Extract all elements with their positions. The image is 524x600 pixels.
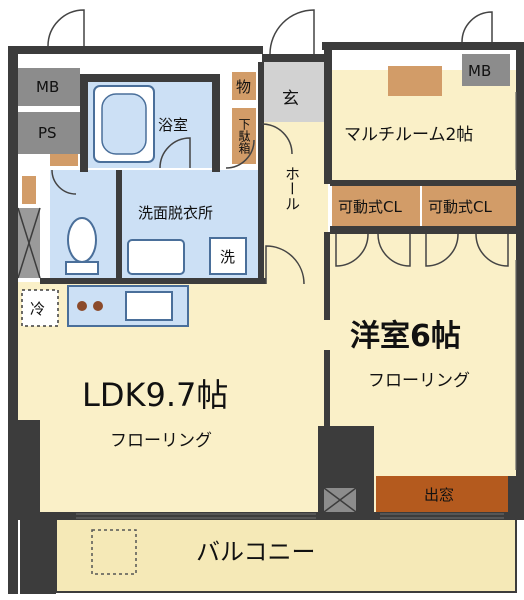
floor-areas xyxy=(18,62,517,593)
storage-units xyxy=(91,186,516,575)
bay-window-label: 出窓 xyxy=(424,486,454,504)
western-floor-label: フローリング xyxy=(368,371,470,391)
wall-ldk-western xyxy=(324,232,330,320)
wall-ldk-western-lower xyxy=(324,350,330,426)
western-room-label: 洋室6帖 xyxy=(350,319,461,354)
closet-door-4 xyxy=(475,233,509,267)
mb-right-label: MB xyxy=(468,62,491,80)
washroom-label: 洗面脱衣所 xyxy=(138,204,213,222)
top-left-door xyxy=(47,9,85,47)
vent-x-2 xyxy=(323,487,357,513)
wall-multi-left xyxy=(324,50,332,184)
doors xyxy=(47,9,509,285)
closet-left xyxy=(332,186,420,226)
ps-label: PS xyxy=(38,124,57,142)
wall-bay-right xyxy=(508,476,524,520)
shafts xyxy=(17,54,510,279)
shoe-box-cabinet xyxy=(232,108,256,164)
closet-right-label: 可動式CL xyxy=(428,198,492,216)
mb-left-shaft xyxy=(18,68,80,106)
washer-label: 洗 xyxy=(220,248,235,266)
balcony-label: バルコニー xyxy=(196,538,316,566)
wall-bottom xyxy=(8,512,524,520)
wall-multi-bottom xyxy=(330,180,516,186)
hall-door xyxy=(261,123,293,155)
wall-bath-top xyxy=(80,74,220,82)
wall-bath-right xyxy=(212,74,220,172)
fixtures xyxy=(21,66,442,327)
bath-label: 浴室 xyxy=(158,116,188,134)
wall-top-right xyxy=(322,42,524,50)
ps-shaft xyxy=(18,112,80,154)
mb-right-shaft xyxy=(462,54,510,86)
closet-left-label: 可動式CL xyxy=(338,198,402,216)
toilet-bowl xyxy=(67,217,97,263)
washer-pan xyxy=(209,237,247,275)
multi-room-label: マルチルーム2帖 xyxy=(344,125,473,145)
hall-label: ホール xyxy=(283,166,301,211)
storage-label: 物 xyxy=(236,78,251,96)
mb-left-label: MB xyxy=(36,78,59,96)
storage-cabinet xyxy=(232,72,256,100)
wall-balcony-left xyxy=(20,518,56,594)
wall-right-outer xyxy=(516,42,524,518)
fridge-space xyxy=(21,289,59,327)
room-labels: LDK9.7帖 フローリング 洋室6帖 フローリング マルチルーム2帖 玄 物 … xyxy=(30,62,492,566)
bath-door xyxy=(159,137,191,169)
wall-left-outer xyxy=(8,46,18,594)
wall-hall-left xyxy=(258,62,264,284)
bay-window xyxy=(376,476,508,512)
windows xyxy=(76,92,517,519)
closet-right xyxy=(422,186,516,226)
balcony-ac-unit xyxy=(91,529,137,575)
wet-orange-box-2 xyxy=(50,154,78,166)
wall-wet-bottom xyxy=(40,278,266,284)
stove-burner-1 xyxy=(77,301,87,311)
shaft-x-2 xyxy=(17,207,41,279)
multi-room-desk xyxy=(388,66,442,96)
genkan-floor xyxy=(262,62,328,122)
wall-toilet-wash xyxy=(116,170,122,280)
ldk-floor-label: フローリング xyxy=(110,431,212,451)
wall-top-left xyxy=(8,46,263,54)
walls xyxy=(8,42,524,594)
ldk-label: LDK9.7帖 xyxy=(82,376,228,414)
entrance-door xyxy=(269,9,315,55)
genkan-label: 玄 xyxy=(282,89,299,109)
fridge-label: 冷 xyxy=(30,300,45,318)
shoe-box-label: 下駄箱 xyxy=(237,118,251,154)
wash-door xyxy=(225,139,255,169)
closet-door-2 xyxy=(377,233,411,267)
wall-bath-left xyxy=(80,74,88,172)
balcony-floor xyxy=(55,517,517,593)
stove-burner-2 xyxy=(93,301,103,311)
wall-closet-bottom xyxy=(330,226,516,234)
toilet-door xyxy=(51,169,77,195)
ldk-door xyxy=(265,245,305,285)
toilet-tank xyxy=(65,261,99,275)
wash-basin xyxy=(127,239,185,275)
kitchen-sink xyxy=(125,291,173,321)
closet-door-1 xyxy=(335,233,369,267)
wall-top-mid xyxy=(262,54,330,62)
top-right-door xyxy=(461,11,493,43)
closet-door-3 xyxy=(425,233,459,267)
bathtub-inner xyxy=(101,93,147,155)
hall-floor xyxy=(262,100,328,282)
wet-orange-box-1 xyxy=(22,176,36,204)
wall-ldk-left-block xyxy=(8,420,40,516)
